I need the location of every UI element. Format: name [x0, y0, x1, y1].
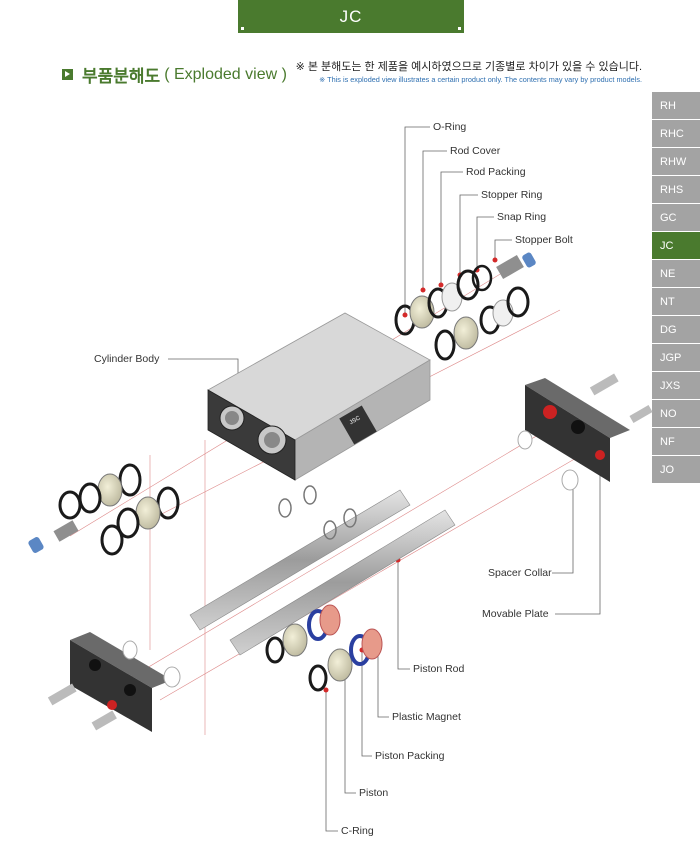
- left-ring-cluster: [28, 463, 180, 556]
- note-english: ※ This is exploded view illustrates a ce…: [319, 75, 642, 84]
- nav-item-jo[interactable]: JO: [652, 456, 700, 483]
- movable-plate-right: [517, 373, 653, 491]
- label-stopper-ring: Stopper Ring: [481, 189, 543, 201]
- product-tab-label: JC: [339, 6, 363, 26]
- leader-lines: [168, 126, 601, 832]
- label-cylinder-body: Cylinder Body: [94, 353, 160, 365]
- piston-assemblies: [265, 604, 383, 692]
- heading-english: ( Exploded view ): [164, 65, 287, 83]
- nav-item-jgp[interactable]: JGP: [652, 344, 700, 371]
- label-rod-packing: Rod Packing: [466, 166, 526, 178]
- nav-item-nt[interactable]: NT: [652, 288, 700, 315]
- model-nav: RH RHC RHW RHS GC JC NE NT DG JGP JXS NO…: [652, 92, 700, 484]
- label-movable-plate: Movable Plate: [482, 608, 549, 620]
- nav-item-nf[interactable]: NF: [652, 428, 700, 455]
- nav-item-rhs[interactable]: RHS: [652, 176, 700, 203]
- label-piston-rod: Piston Rod: [413, 663, 465, 675]
- nav-item-rhw[interactable]: RHW: [652, 148, 700, 175]
- label-snap-ring: Snap Ring: [497, 211, 547, 223]
- note-korean: ※ 본 분해도는 한 제품을 예시하였으므로 기종별로 차이가 있을 수 있습니…: [295, 61, 642, 73]
- label-plastic-magnet: Plastic Magnet: [392, 711, 461, 723]
- product-tab: JC: [238, 0, 464, 33]
- cylinder-body: JSC: [207, 312, 431, 481]
- nav-item-jc[interactable]: JC: [652, 232, 700, 259]
- label-rod-cover: Rod Cover: [450, 145, 501, 157]
- nav-item-gc[interactable]: GC: [652, 204, 700, 231]
- movable-plate-left: [47, 632, 181, 732]
- disclaimer-note: ※ 본 분해도는 한 제품을 예시하였으므로 기종별로 차이가 있을 수 있습니…: [296, 58, 642, 84]
- nav-item-ne[interactable]: NE: [652, 260, 700, 287]
- play-bullet-icon: [62, 69, 73, 80]
- top-ring-cluster: [394, 252, 536, 361]
- label-c-ring: C-Ring: [341, 825, 374, 837]
- nav-item-dg[interactable]: DG: [652, 316, 700, 343]
- nav-item-jxs[interactable]: JXS: [652, 372, 700, 399]
- nav-item-rh[interactable]: RH: [652, 92, 700, 119]
- label-stopper-bolt: Stopper Bolt: [515, 234, 573, 246]
- label-piston-packing: Piston Packing: [375, 750, 445, 762]
- heading-korean: 부품분해도: [82, 67, 161, 86]
- nav-item-no[interactable]: NO: [652, 400, 700, 427]
- section-heading: 부품분해도 ( Exploded view ): [62, 62, 287, 87]
- label-piston: Piston: [359, 787, 389, 799]
- label-spacer-collar: Spacer Collar: [488, 567, 552, 579]
- piston-rods: [189, 489, 456, 656]
- c-rings: [278, 485, 357, 540]
- label-o-ring: O-Ring: [433, 121, 467, 133]
- body-brand-label: JSC: [349, 415, 362, 426]
- nav-item-rhc[interactable]: RHC: [652, 120, 700, 147]
